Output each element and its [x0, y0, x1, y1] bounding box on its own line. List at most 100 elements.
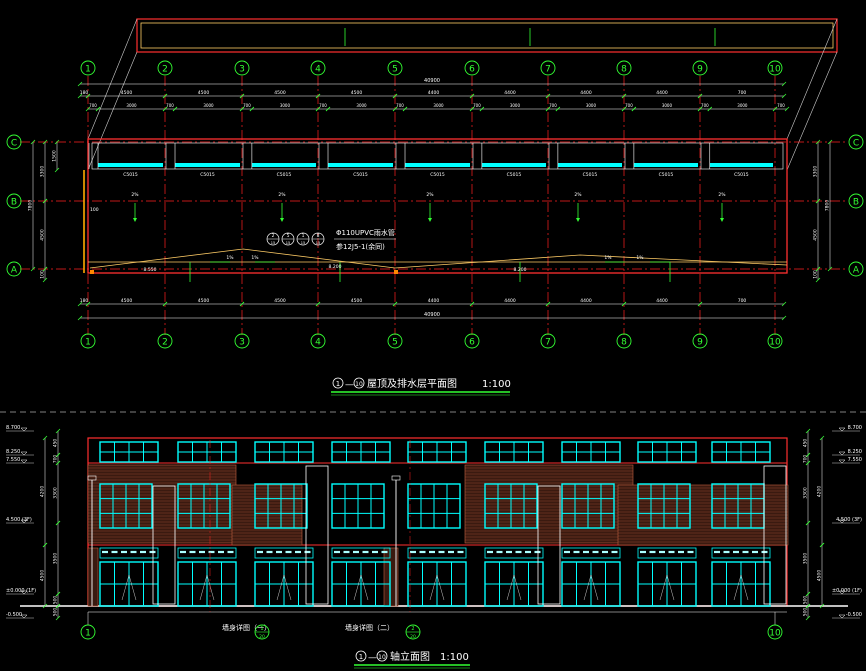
drain-arrow-head [133, 218, 137, 222]
window-strip [98, 163, 163, 167]
axis-bubble-label: 5 [392, 65, 398, 75]
window-tag: C5015 [659, 172, 674, 178]
dim-tick [784, 106, 790, 112]
dim-tick [781, 81, 787, 87]
dim-tick [469, 93, 475, 99]
elev-dim-tick [819, 435, 825, 441]
axis-bubble [540, 60, 556, 76]
door-swing [276, 574, 285, 601]
axis-bubble [464, 333, 480, 349]
dim-tick [54, 139, 60, 145]
roof-slope-label: 1% [251, 255, 259, 261]
dim-tick [402, 106, 408, 112]
brick-plinth [87, 547, 99, 607]
dim-bottom-row: 4500 [198, 298, 210, 304]
row-bubble-label: A [11, 266, 18, 276]
storefront-transom [711, 547, 771, 559]
dim-top-row2: 3000 [586, 103, 597, 108]
elevation-title-text: 轴立面图 [390, 650, 430, 663]
door-swing [121, 574, 130, 601]
window-strip [251, 163, 316, 167]
roof-slope-label: 1% [604, 255, 612, 261]
dim-top-row2: 3000 [433, 103, 444, 108]
dim-tick [315, 106, 321, 112]
dim-tick [249, 106, 255, 112]
door-swing [436, 574, 445, 601]
level-label-right: ±0.000 (1F) [832, 588, 862, 594]
axis-bubble-label: 2 [162, 65, 168, 75]
window-tag: C5015 [430, 172, 445, 178]
dim-tick [469, 106, 475, 112]
door-swing [128, 574, 137, 601]
row-bubble [6, 193, 22, 209]
dim-right-vertical: 4500 [813, 229, 819, 241]
window-strip [557, 163, 622, 167]
axis-bubble-label: 8 [621, 338, 627, 348]
dim-bottom-row: 180 [80, 298, 89, 304]
dim-tick [85, 93, 91, 99]
dim-total-bottom: 40900 [424, 312, 440, 318]
axis-bubble [80, 60, 96, 76]
dim-tick [162, 106, 168, 112]
drain-arrow-head [720, 218, 724, 222]
row-bubble [6, 261, 22, 277]
dim-tick [30, 266, 36, 272]
dim-tick [697, 301, 703, 307]
axis-bubble-label: 9 [697, 65, 703, 75]
row-bubble-label: A [853, 266, 860, 276]
elev-dim-left: 3500 [53, 553, 59, 565]
roof-elevation-label: 8.200 [329, 264, 342, 270]
dim-top-row2: 3000 [737, 103, 748, 108]
dim-tick [815, 277, 821, 283]
axis-bubble-label: 4 [315, 338, 321, 348]
row-bubble-label: B [11, 198, 17, 208]
dim-tick [545, 93, 551, 99]
dim-bottom-row: 4400 [580, 298, 592, 304]
window-tag: C5015 [734, 172, 749, 178]
dim-top-row2: 700 [625, 103, 633, 108]
door-swing [353, 574, 362, 601]
door-swing [590, 574, 599, 601]
door-swing [666, 574, 675, 601]
dim-top-row2: 700 [396, 103, 404, 108]
roof-gradient-label: 2% [574, 192, 582, 198]
window-tag: C5015 [200, 172, 215, 178]
dim-bottom-row: 4400 [656, 298, 668, 304]
level-marker-left [20, 590, 28, 595]
stair-panel [152, 485, 176, 605]
dim-top-row2: 3000 [356, 103, 367, 108]
level-label-left: 7.550 [6, 457, 20, 463]
dim-tick [781, 301, 787, 307]
axis-bubble [616, 60, 632, 76]
elev-dim-right: 500 [803, 596, 809, 605]
level-marker-left [20, 459, 28, 464]
dim-top-row1: 4400 [656, 90, 668, 96]
elev-dim-right: 700 [803, 455, 809, 464]
dim-top-row2: 3000 [510, 103, 521, 108]
dim-tick [555, 106, 561, 112]
roof-gradient-label: 2% [278, 192, 286, 198]
label-100: 100 [90, 207, 99, 213]
storefront-transom [254, 547, 314, 559]
level-label-left: 8.700 [6, 425, 20, 431]
dim-top-row1: 180 [80, 90, 89, 96]
axis-bubble [234, 333, 250, 349]
axis-bubble [157, 60, 173, 76]
window-strip [328, 163, 393, 167]
elev-axis-label: 1 [85, 629, 91, 639]
roof-slope-label: 1% [636, 255, 644, 261]
axis-bubble-label: 7 [545, 65, 551, 75]
axis-bubble-label: 9 [697, 338, 703, 348]
dim-tick [815, 139, 821, 145]
dim-top-row2: 700 [89, 103, 97, 108]
dim-tick [239, 301, 245, 307]
roof-elevation-label: 8.200 [514, 267, 527, 273]
dim-left-vertical: 4500 [40, 229, 46, 241]
section-label: 墙身详图（一） [222, 623, 271, 632]
plan-title-text: 屋顶及排水层平面图 [367, 377, 457, 390]
door-swing [360, 574, 369, 601]
dim-tick [239, 93, 245, 99]
level-label-right: -0.500 [846, 612, 862, 618]
